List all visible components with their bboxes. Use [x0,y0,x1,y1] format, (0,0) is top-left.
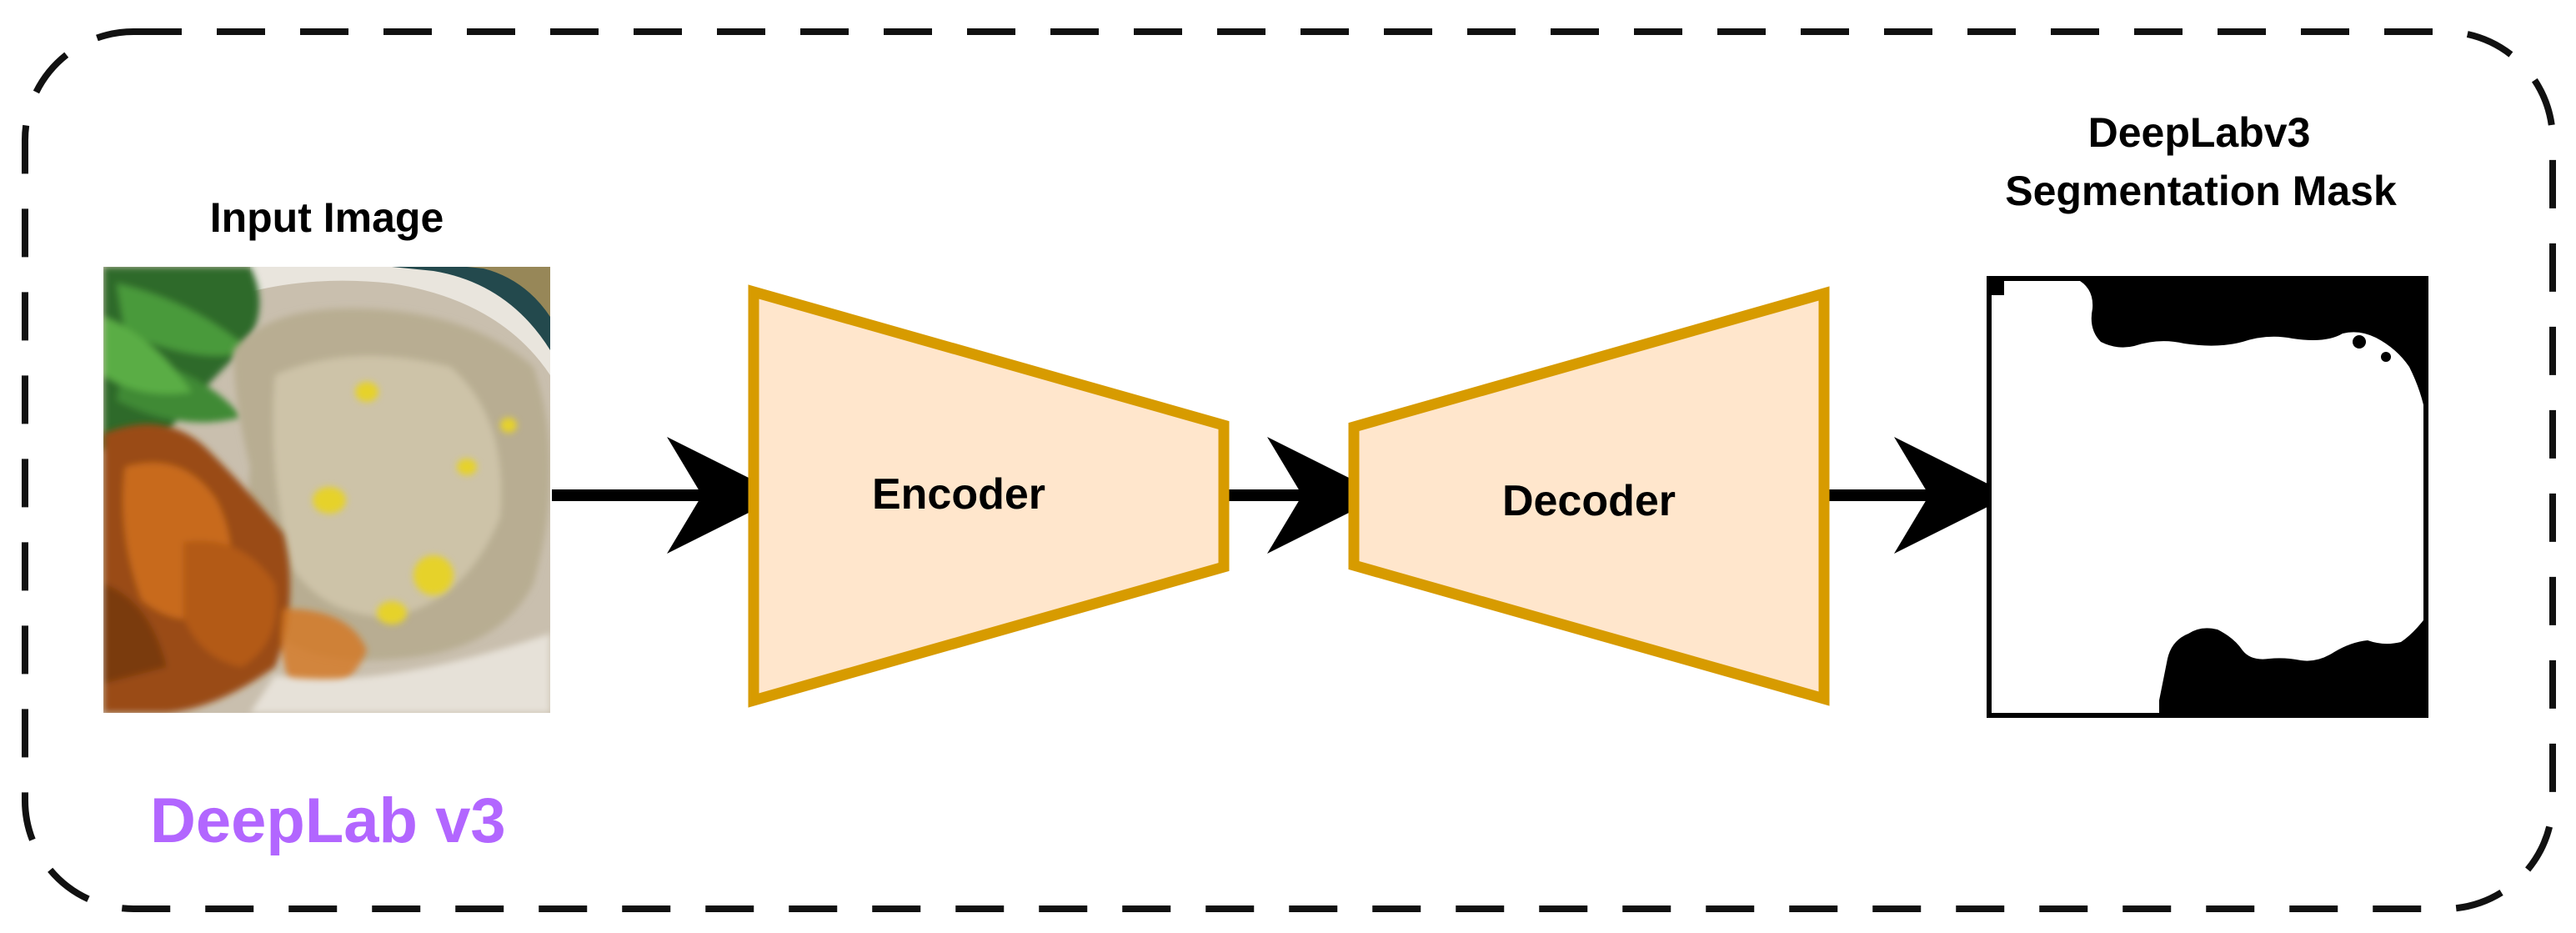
model-name-label: DeepLab v3 [150,785,506,856]
encoder-label: Encoder [872,470,1045,519]
output-title-line2: Segmentation Mask [2005,168,2397,214]
dashed-frame [22,28,2556,912]
encoder-block [748,284,1230,708]
input-food-photo [103,267,550,713]
decoder-label: Decoder [1502,477,1676,525]
input-image-title: Input Image [210,194,444,241]
decoder-block [1348,286,1830,706]
segmentation-mask-image [1987,276,2428,718]
output-title-line1: DeepLabv3 [2088,109,2311,156]
